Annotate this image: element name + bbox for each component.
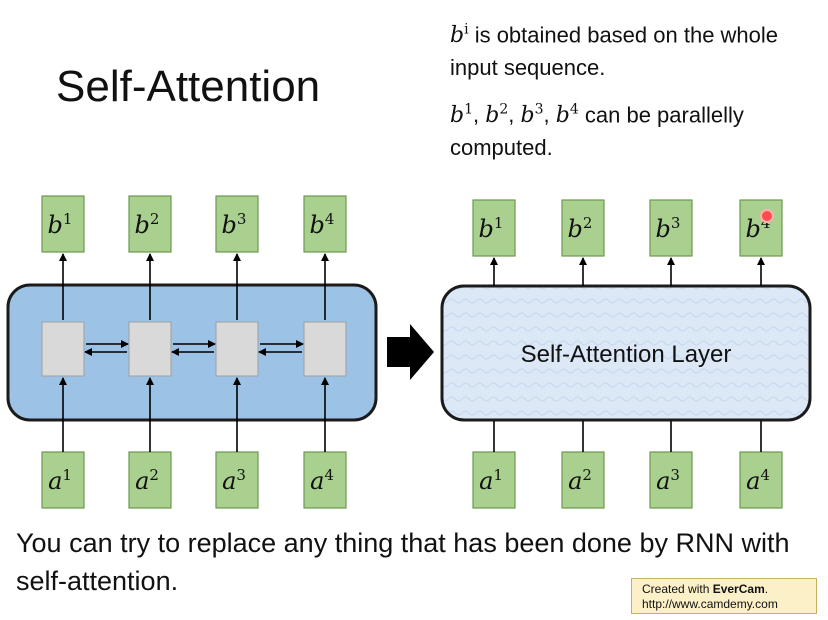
rnn-cell-2 [128,321,172,377]
right-input-a3 [649,451,693,509]
right-input-a4 [739,451,783,509]
left-input-a1-label: a1 [48,466,72,495]
right-output-b1 [472,199,516,257]
left-output-b3-label: b3 [222,210,247,239]
self-attention-layer-label: Self-Attention Layer [521,341,732,368]
note-var-b3: b3 [520,102,544,129]
left-output-b4 [303,195,347,253]
rnn-vs-self-attention-diagram: Self-Attention Layer b1 a1 b2 a2 b3 a3 b4 a4 b1 a… [6,195,812,509]
right-input-a2-label: a2 [568,466,592,495]
note-var-b4: b4 [555,102,579,129]
left-output-b1-label: b1 [48,210,73,239]
right-input-a1-label: a1 [479,466,503,495]
left-input-a2-label: a2 [135,466,159,495]
right-output-b1-label: b1 [479,214,504,243]
rnn-cell-3 [215,321,259,377]
left-output-b1 [41,195,85,253]
left-input-a3-label: a3 [222,466,246,495]
transform-arrow [387,324,434,380]
note-var-b2: b2 [485,102,509,129]
note-var-b1: b1 [450,102,474,129]
right-output-b3 [649,199,693,257]
evercam-stamp: Created with EverCam. http://www.camdemy… [631,578,817,614]
note-bi-var: bi [450,22,469,49]
left-input-a3 [215,451,259,509]
cursor-dot [760,209,774,223]
right-output-b3-label: b3 [656,214,681,243]
left-output-b2 [128,195,172,253]
right-output-b4 [739,199,783,257]
note-bi: bi is obtained based on the whole input … [450,22,779,81]
right-output-b2 [561,199,605,257]
self-attention-layer-block [440,284,812,422]
left-output-b3 [215,195,259,253]
right-input-a2 [561,451,605,509]
note-parallel: b1, b2, b3, b4 can be parallelly compute… [450,102,744,161]
right-input-a4-label: a4 [746,466,770,495]
right-input-a1 [472,451,516,509]
right-input-a3-label: a3 [656,466,680,495]
left-input-a4-label: a4 [310,466,334,495]
slide-title: Self-Attention [56,62,321,111]
left-output-b4-label: b4 [310,210,335,239]
right-output-b4-label: b4 [746,214,771,243]
rnn-cell-4 [303,321,347,377]
left-input-a1 [41,451,85,509]
left-input-a2 [128,451,172,509]
rnn-cell-1 [41,321,85,377]
left-input-a4 [303,451,347,509]
bottom-remark: You can try to replace any thing that ha… [16,528,790,596]
right-output-b2-label: b2 [568,214,593,243]
left-output-b2-label: b2 [135,210,160,239]
